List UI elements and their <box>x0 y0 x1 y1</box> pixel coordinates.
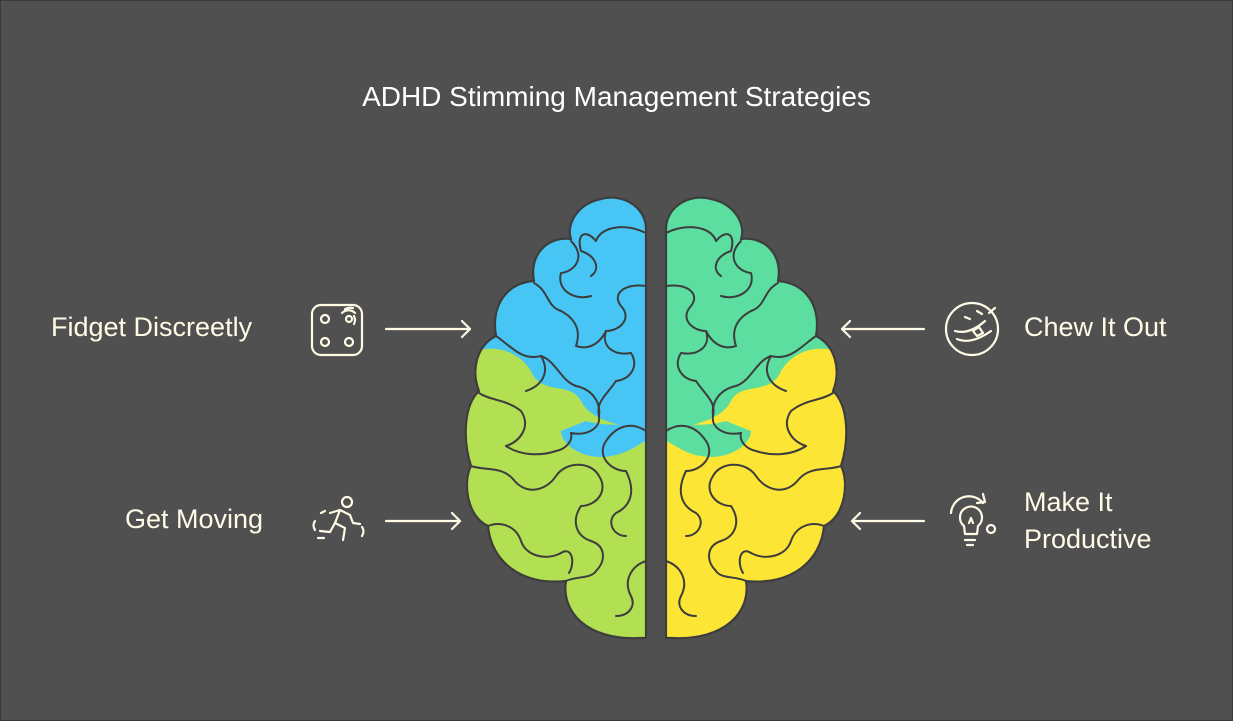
arrow-fidget <box>384 319 472 339</box>
running-person-icon <box>312 495 365 542</box>
strategy-label-fidget: Fidget Discreetly <box>51 312 253 342</box>
strategy-label-productive-line2: Productive <box>1024 524 1152 554</box>
fidget-dice-icon <box>310 303 364 357</box>
strategy-label-productive-line1: Make It <box>1024 487 1113 517</box>
page-title: ADHD Stimming Management Strategies <box>362 81 871 112</box>
brain-illustration <box>464 196 848 640</box>
lightbulb-idea-icon <box>949 492 997 547</box>
arrow-moving <box>384 511 462 531</box>
arrow-productive <box>850 511 926 531</box>
chewing-face-icon <box>944 301 1000 357</box>
strategy-label-chew: Chew It Out <box>1024 312 1167 342</box>
strategy-label-moving: Get Moving <box>125 504 264 534</box>
arrow-chew <box>840 319 926 339</box>
strategy-label-productive: Make It Productive <box>1024 484 1152 558</box>
